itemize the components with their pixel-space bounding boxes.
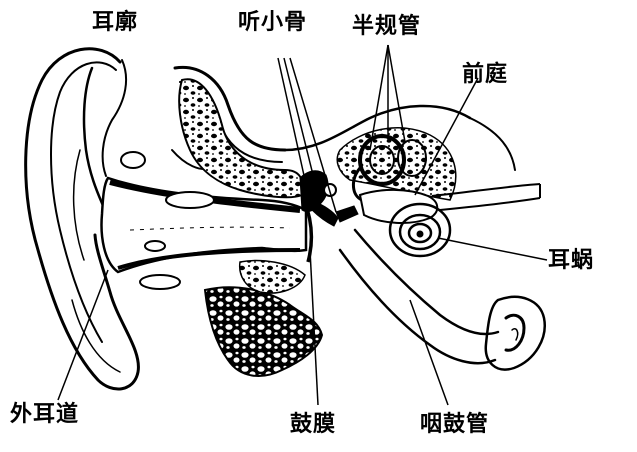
label-auricle: 耳廓 xyxy=(92,10,138,34)
label-ossicles: 听小骨 xyxy=(238,10,307,34)
label-cochlea: 耳蜗 xyxy=(548,248,594,272)
label-eustachian-tube: 咽鼓管 xyxy=(420,412,489,436)
label-vestibule: 前庭 xyxy=(462,62,508,86)
label-external-canal: 外耳道 xyxy=(10,402,79,426)
vestibule-shape xyxy=(360,190,437,223)
label-semicircular-canals: 半规管 xyxy=(352,14,421,38)
label-eardrum: 鼓膜 xyxy=(290,412,336,436)
eustachian-tube-shape xyxy=(340,230,545,370)
spongy-bone-lower xyxy=(205,287,322,376)
bone-region-upper xyxy=(179,79,303,197)
